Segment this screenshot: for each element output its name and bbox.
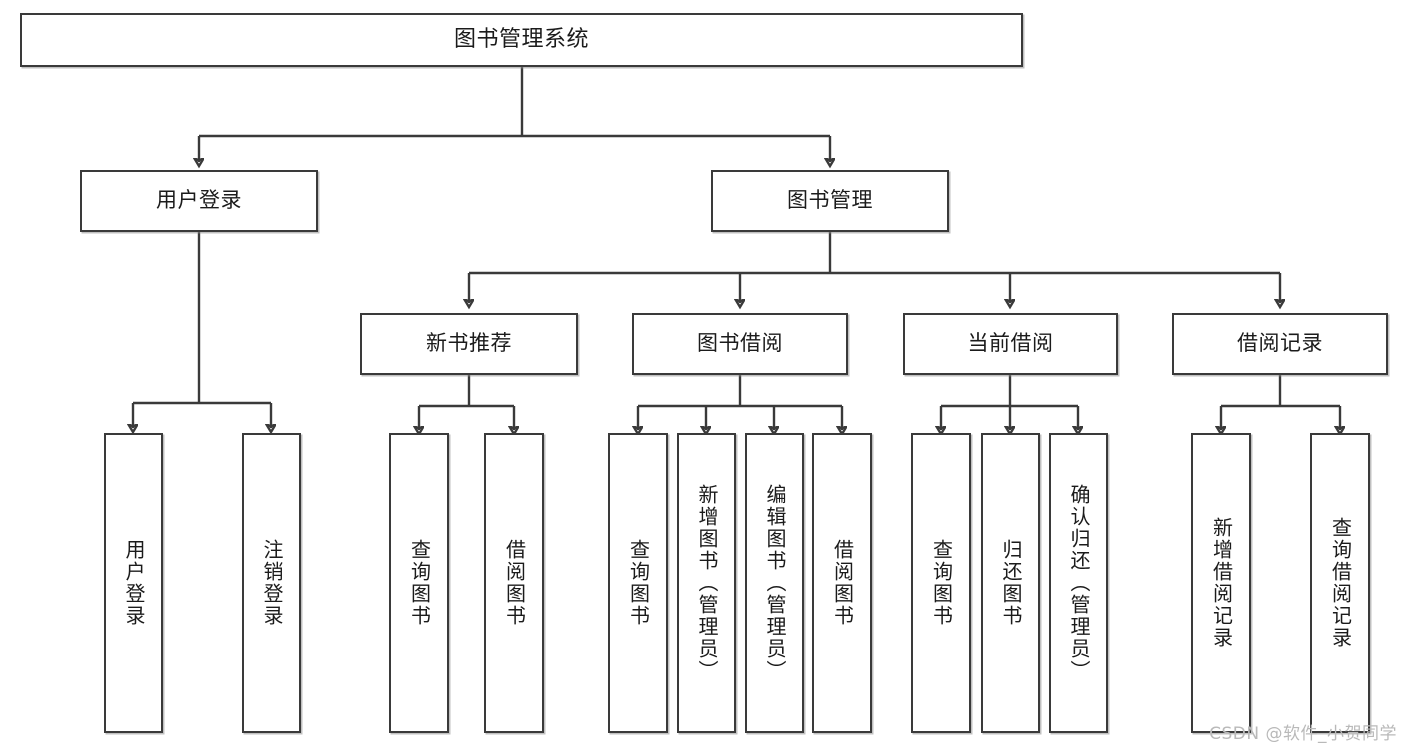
node-leaf-add-book[interactable]: 新增图书（管理员） [677, 433, 736, 733]
node-leaf-query-record[interactable]: 查询借阅记录 [1310, 433, 1370, 733]
node-leaf-borrow-book-1-label: 借阅图书 [502, 539, 527, 627]
node-leaf-user-login-label: 用户登录 [122, 539, 146, 627]
node-leaf-edit-book[interactable]: 编辑图书（管理员） [745, 433, 804, 733]
node-leaf-logout[interactable]: 注销登录 [242, 433, 301, 733]
node-leaf-query-book-2-label: 查询图书 [626, 539, 651, 627]
node-leaf-add-record[interactable]: 新增借阅记录 [1191, 433, 1251, 733]
node-root-label: 图书管理系统 [453, 26, 589, 52]
node-book-borrow[interactable]: 图书借阅 [632, 313, 848, 375]
node-leaf-query-book-3-label: 查询图书 [929, 539, 954, 627]
node-book-manage-label: 图书管理 [787, 188, 873, 213]
node-current-borrow[interactable]: 当前借阅 [903, 313, 1118, 375]
node-leaf-add-record-label: 新增借阅记录 [1209, 517, 1234, 649]
node-new-book-rec[interactable]: 新书推荐 [360, 313, 578, 375]
node-root[interactable]: 图书管理系统 [20, 13, 1023, 67]
node-leaf-user-login[interactable]: 用户登录 [104, 433, 163, 733]
node-borrow-record[interactable]: 借阅记录 [1172, 313, 1388, 375]
node-leaf-query-book-2[interactable]: 查询图书 [608, 433, 668, 733]
node-leaf-return-book[interactable]: 归还图书 [981, 433, 1040, 733]
node-borrow-record-label: 借阅记录 [1237, 331, 1323, 356]
node-leaf-confirm-return[interactable]: 确认归还（管理员） [1049, 433, 1108, 733]
node-current-borrow-label: 当前借阅 [967, 331, 1054, 356]
node-leaf-edit-book-label: 编辑图书（管理员） [763, 484, 787, 682]
node-leaf-return-book-label: 归还图书 [999, 539, 1023, 627]
node-book-borrow-label: 图书借阅 [697, 331, 783, 356]
node-leaf-borrow-book-2-label: 借阅图书 [830, 539, 855, 627]
node-leaf-query-record-label: 查询借阅记录 [1328, 517, 1353, 649]
node-leaf-borrow-book-2[interactable]: 借阅图书 [812, 433, 872, 733]
node-user-login-label: 用户登录 [156, 188, 242, 213]
node-user-login[interactable]: 用户登录 [80, 170, 318, 232]
node-leaf-query-book-1[interactable]: 查询图书 [389, 433, 449, 733]
node-leaf-logout-label: 注销登录 [260, 539, 284, 627]
node-leaf-query-book-1-label: 查询图书 [407, 539, 432, 627]
node-new-book-rec-label: 新书推荐 [426, 331, 512, 356]
node-book-manage[interactable]: 图书管理 [711, 170, 949, 232]
watermark: CSDN @软件_小贺同学 [1209, 724, 1397, 744]
node-leaf-query-book-3[interactable]: 查询图书 [911, 433, 971, 733]
node-leaf-borrow-book-1[interactable]: 借阅图书 [484, 433, 544, 733]
node-leaf-confirm-return-label: 确认归还（管理员） [1067, 484, 1091, 682]
node-leaf-add-book-label: 新增图书（管理员） [695, 484, 719, 682]
